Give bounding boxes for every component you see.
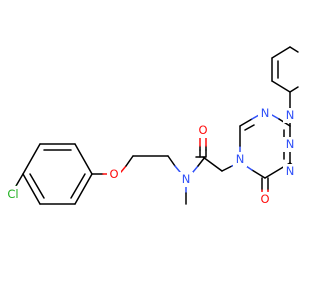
n1-label-bg	[283, 164, 297, 179]
amide-n-label-bg	[179, 172, 193, 187]
chlorine-label: Cl	[7, 187, 18, 201]
ch2-n6-bond	[221, 165, 233, 172]
n4-label-bg	[258, 106, 272, 121]
ch2-n-bond-blue	[174, 165, 181, 173]
n2-label-bg	[283, 137, 297, 152]
cl-label-bg	[2, 186, 24, 202]
amide-nitrogen-label: N	[182, 172, 191, 186]
carbonyl-ch2-bond	[202, 156, 223, 172]
chlorophenyl-ring	[22, 143, 93, 205]
ether-oxygen-label: O	[109, 167, 118, 181]
o-ch2-bond-red	[120, 165, 127, 173]
n3-label-bg	[283, 108, 297, 123]
structure-drawing: Cl O N O N N N N N O	[2, 46, 299, 207]
carbonyl-o-label-bg	[196, 123, 210, 138]
n-carbonyl-bond-blue	[192, 165, 199, 173]
atom-labels: Cl O N O N N N N N O	[2, 106, 297, 207]
phenyl-ring	[271, 46, 299, 93]
ether-o-label-bg	[107, 167, 121, 182]
ring-nitrogen-pyrimidine-label: N	[261, 106, 270, 120]
carbonyl-oxygen-label: O	[198, 123, 207, 137]
ketone-oxygen-label: O	[260, 192, 269, 206]
ketone-o-label-bg	[258, 192, 272, 207]
triazole-nitrogen-2-label: N	[286, 137, 295, 151]
c-cl-bond	[15, 173, 24, 187]
triazole-nitrogen-1-label: N	[286, 164, 295, 178]
n6-label-bg	[233, 152, 247, 167]
ring-nitrogen-3-label: N	[286, 108, 295, 122]
o-ch2-bond	[125, 155, 134, 167]
ring-nitrogen-6-label: N	[236, 152, 245, 166]
pyrimidinone-ring	[239, 114, 291, 179]
ch2-n-bond	[167, 155, 176, 167]
molecule-diagram: Cl O N O N N N N N O	[2, 46, 299, 207]
